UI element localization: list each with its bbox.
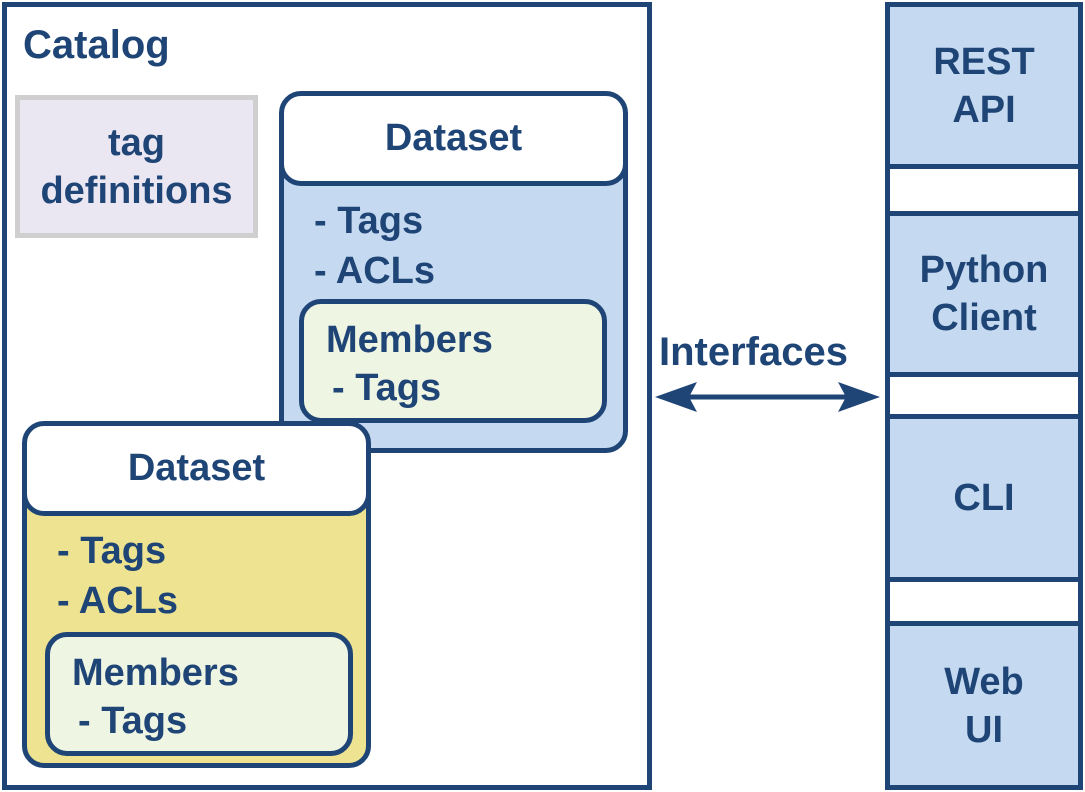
interface-gap (885, 373, 1083, 418)
members-item-tags: - Tags (78, 700, 188, 742)
dataset-box-back: Dataset - Tags - ACLs Members - Tags (279, 91, 628, 453)
catalog-title: Catalog (23, 23, 170, 67)
dataset-item-acls: - ACLs (57, 580, 179, 622)
dataset-items: - Tags - ACLs (57, 526, 178, 626)
interface-cli: CLI (885, 414, 1083, 582)
tag-definitions-line1: tag (108, 121, 165, 164)
members-item-tags: - Tags (332, 367, 442, 409)
interface-rest-api: REST API (885, 2, 1083, 169)
interface-label-line1: CLI (953, 477, 1015, 519)
dataset-box-front: Dataset - Tags - ACLs Members - Tags (22, 421, 371, 768)
interface-label-line2: API (952, 88, 1016, 131)
interface-gap (885, 578, 1083, 625)
members-box: Members - Tags (45, 632, 353, 756)
dataset-header: Dataset (284, 96, 623, 186)
interface-gap (885, 165, 1083, 215)
interface-label-line2: Client (931, 297, 1037, 339)
interface-label-line1: REST (933, 40, 1035, 83)
members-title: Members (72, 652, 239, 694)
interface-web-ui: Web UI (885, 621, 1083, 790)
tag-definitions-line2: definitions (40, 169, 233, 212)
interface-label-line2: UI (965, 708, 1003, 751)
dataset-items: - Tags - ACLs (314, 196, 435, 296)
double-arrow-icon (655, 382, 880, 412)
dataset-item-tags: - Tags (57, 530, 167, 572)
tag-definitions-box: tag definitions (15, 95, 258, 238)
members-box: Members - Tags (299, 299, 607, 423)
interface-label-line1: Web (944, 660, 1024, 703)
dataset-header: Dataset (27, 426, 366, 516)
members-title: Members (326, 319, 493, 361)
interfaces-label: Interfaces (659, 330, 848, 374)
dataset-item-acls: - ACLs (314, 250, 436, 292)
interface-python-client: Python Client (885, 211, 1083, 377)
dataset-item-tags: - Tags (314, 200, 424, 242)
interface-label-line1: Python (919, 249, 1049, 291)
